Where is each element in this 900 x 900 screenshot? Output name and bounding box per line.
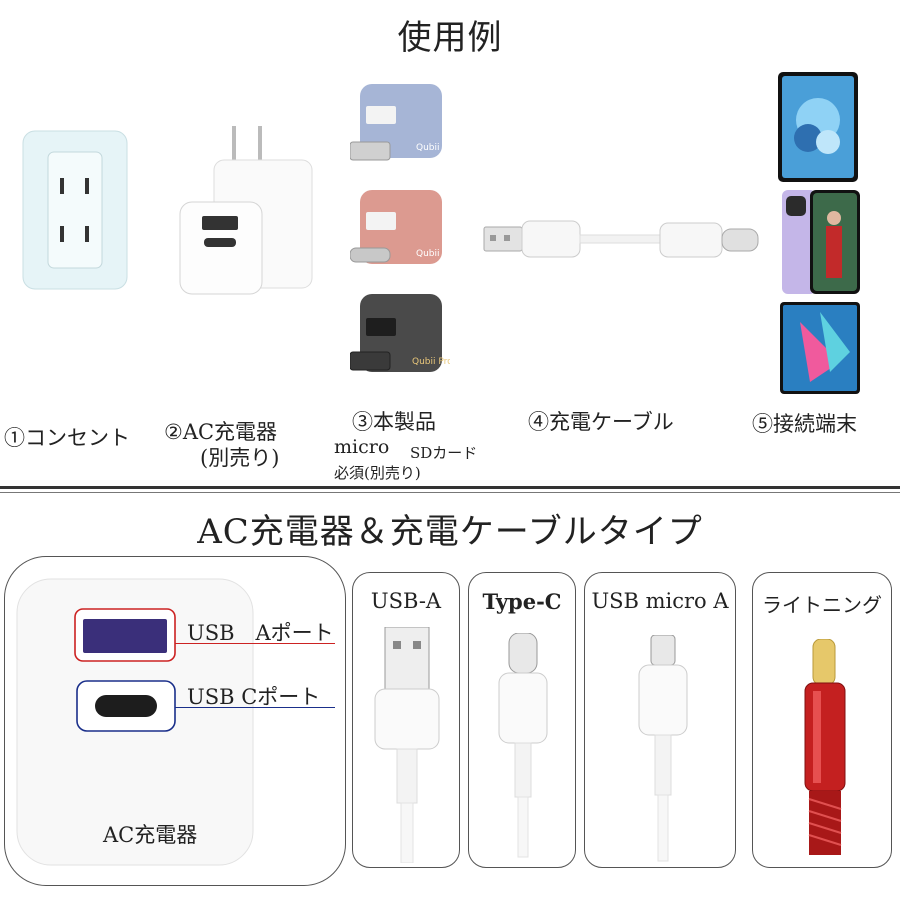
- phone-purple-image: [782, 190, 860, 294]
- port-a-line: [175, 643, 335, 644]
- typec-cable-image: [498, 633, 548, 858]
- cable-panel-micro: USB micro A: [584, 572, 736, 868]
- charger-body-image: [16, 578, 254, 866]
- section-divider-thin: [0, 492, 900, 493]
- label-terminal: ⑤接続端末: [752, 412, 857, 436]
- svg-text:Qubii: Qubii: [416, 249, 440, 259]
- cable-panel-usba: USB-A: [352, 572, 460, 868]
- qubii-pink-image: Qubii: [350, 186, 450, 278]
- lightning-cable-image: [804, 639, 846, 855]
- qubii-black-image: Qubii Pro: [350, 290, 450, 386]
- section-divider: [0, 486, 900, 489]
- cable-label-typec: Type-C: [482, 589, 562, 614]
- cable-label-lightning: ライトニング: [762, 593, 882, 617]
- label-product-micro: micro: [334, 436, 390, 458]
- label-charging-cable: ④充電ケーブル: [528, 410, 674, 434]
- label-ac-charger-sub: (別売り): [200, 446, 280, 470]
- port-a-label: USB Aポート: [187, 621, 334, 645]
- cable-label-micro: USB micro A: [591, 589, 729, 613]
- label-product: ③本製品: [352, 410, 436, 434]
- ac-charger-image: [178, 118, 318, 298]
- outlet-image: [22, 130, 128, 290]
- charging-cable-image: [482, 215, 762, 267]
- cable-label-usba: USB-A: [370, 589, 442, 613]
- qubii-pro-text: Qubii Pro: [412, 357, 450, 367]
- label-outlet: ①コンセント: [4, 426, 130, 450]
- cable-panel-typec: Type-C: [468, 572, 576, 868]
- port-c-line: [175, 707, 335, 708]
- label-product-sdcard: SDカード: [410, 444, 478, 462]
- label-ac-charger: ②AC充電器: [164, 420, 278, 444]
- port-c-label: USB Cポート: [187, 685, 321, 709]
- cable-types-title: AC充電器＆充電ケーブルタイプ: [197, 512, 703, 552]
- usage-title: 使用例: [397, 18, 503, 58]
- charger-name: AC充電器: [103, 823, 198, 847]
- qubii-brand-text: Qubii: [416, 143, 440, 153]
- charger-panel: USB Aポート USB Cポート AC充電器: [4, 556, 346, 886]
- label-product-required: 必須(別売り): [334, 464, 421, 482]
- tablet-image: [778, 72, 858, 182]
- cable-panel-lightning: ライトニング: [752, 572, 892, 868]
- micro-cable-image: [638, 635, 688, 862]
- qubii-blue-image: Qubii: [350, 80, 450, 172]
- phone-android-image: [780, 302, 860, 394]
- usba-cable-image: [374, 627, 440, 863]
